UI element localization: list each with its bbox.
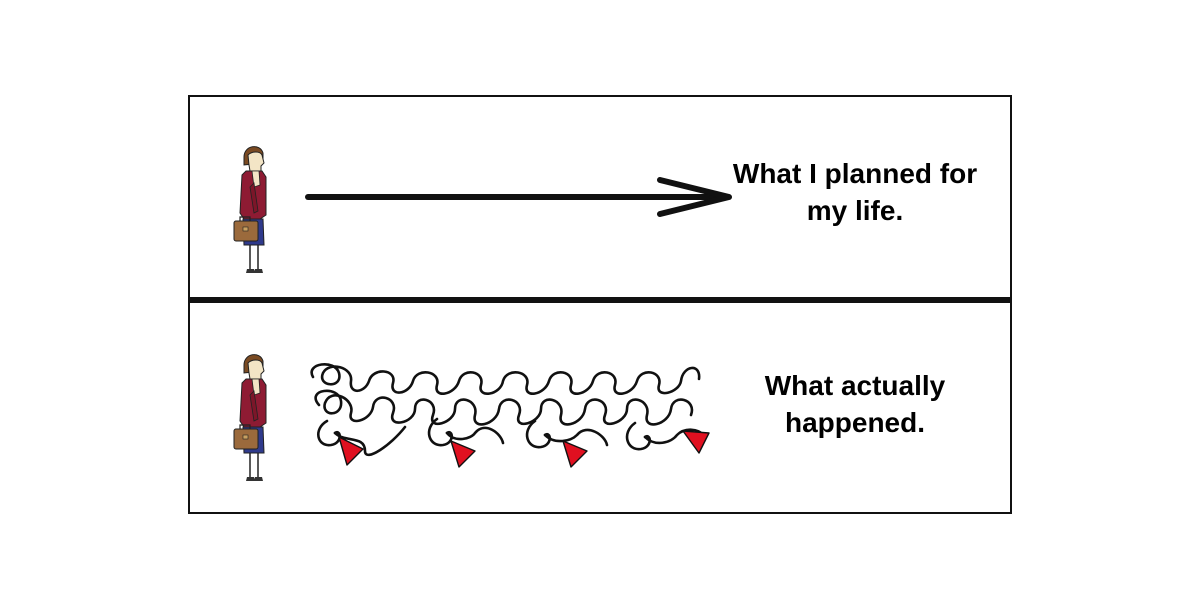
tangled-scribble-icon bbox=[310, 363, 710, 468]
actual-panel: What actually happened. bbox=[190, 303, 1010, 511]
red-arrowhead-icon bbox=[338, 436, 364, 466]
actual-caption: What actually happened. bbox=[764, 370, 946, 438]
woman-with-briefcase-icon bbox=[233, 354, 267, 481]
comic-frame: What I planned for my life. bbox=[188, 95, 1012, 514]
red-arrowhead-icon bbox=[562, 440, 588, 468]
red-arrowhead-icon bbox=[682, 430, 710, 454]
straight-arrow-icon bbox=[305, 177, 732, 217]
woman-with-briefcase-icon bbox=[233, 146, 267, 273]
red-arrowhead-icon bbox=[450, 440, 476, 468]
panel-divider bbox=[190, 297, 1010, 303]
planned-caption: What I planned for my life. bbox=[732, 158, 978, 226]
planned-panel: What I planned for my life. bbox=[190, 97, 1010, 297]
